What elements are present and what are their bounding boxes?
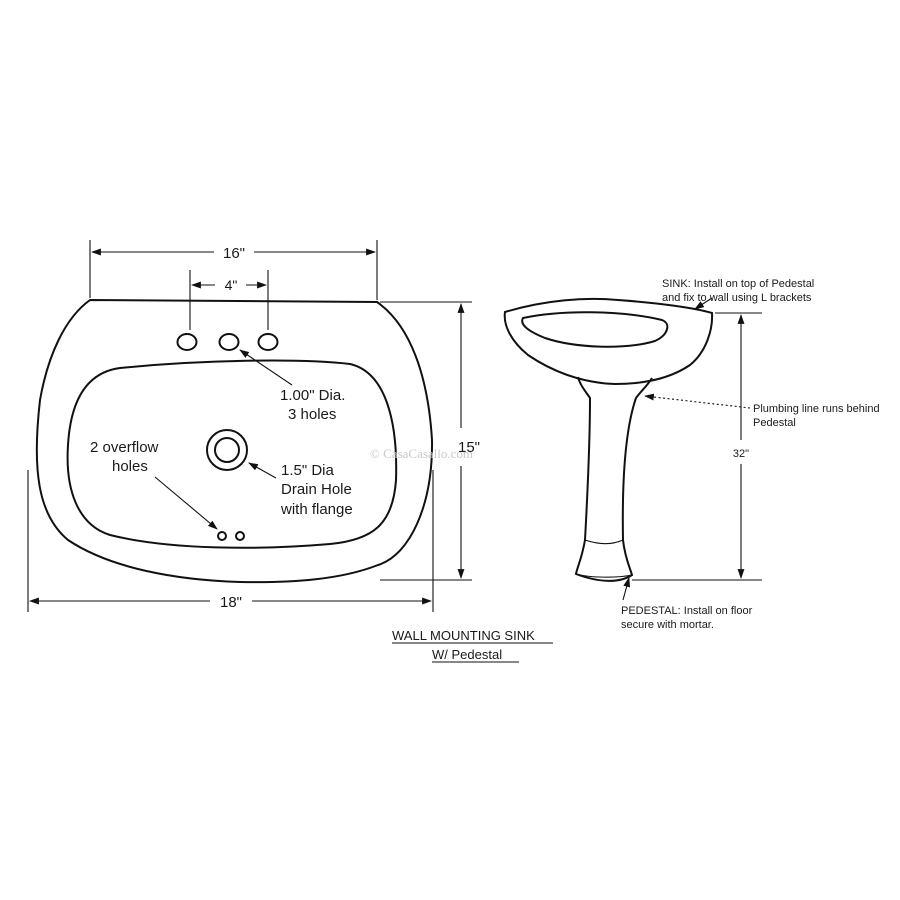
sink-plan-view xyxy=(35,298,434,584)
faucet-hole-left xyxy=(176,333,198,351)
pedestal-sink-elevation xyxy=(503,297,714,582)
drain-label-line3: with flange xyxy=(280,501,353,518)
pedestal-basin-outline xyxy=(503,297,714,386)
faucet-holes-label-line1: 1.00" Dia. xyxy=(280,387,345,404)
sink-bowl-outline xyxy=(66,359,398,549)
drain-label-line1: 1.5" Dia xyxy=(281,462,335,479)
callout-sink-install: SINK: Install on top of Pedestal and fix… xyxy=(662,278,814,310)
faucet-holes-label-line2: 3 holes xyxy=(288,406,336,423)
overflow-hole-right xyxy=(235,531,245,541)
dimension-faucet-spacing: 4" xyxy=(189,270,269,330)
pedestal-note-line1: PEDESTAL: Install on floor xyxy=(621,605,753,617)
title-line2: W/ Pedestal xyxy=(432,647,502,662)
dimension-top-width: 16" xyxy=(89,240,378,300)
dimension-overall-width: 18" xyxy=(27,470,434,612)
drain-hole xyxy=(214,437,240,463)
pedestal-column-outline xyxy=(574,376,653,582)
dim-height-label: 32" xyxy=(733,448,749,460)
pedestal-basin-bowl xyxy=(521,311,669,348)
drain-label-line2: Drain Hole xyxy=(281,481,352,498)
faucet-hole-center xyxy=(218,333,240,351)
callout-drain: 1.5" Dia Drain Hole with flange xyxy=(248,462,353,518)
pedestal-note-line2: secure with mortar. xyxy=(621,619,714,631)
dim-overall-width-label: 18" xyxy=(220,594,242,611)
sink-note-line2: and fix to wall using L brackets xyxy=(662,292,812,304)
callout-faucet-holes: 1.00" Dia. 3 holes xyxy=(239,349,345,423)
callout-overflow-holes: 2 overflow holes xyxy=(90,439,218,530)
dimension-height: 32" xyxy=(632,312,762,581)
title-line1: WALL MOUNTING SINK xyxy=(392,628,535,643)
overflow-label-line1: 2 overflow xyxy=(90,439,159,456)
overflow-hole-left xyxy=(217,531,227,541)
dim-top-width-label: 16" xyxy=(223,245,245,262)
dim-faucet-spacing-label: 4" xyxy=(225,277,238,293)
callout-plumbing: Plumbing line runs behind Pedestal xyxy=(644,393,880,429)
dimension-depth: 15" xyxy=(380,301,480,581)
overflow-label-line2: holes xyxy=(112,458,148,475)
sink-note-line1: SINK: Install on top of Pedestal xyxy=(662,278,814,290)
plumbing-note-line2: Pedestal xyxy=(753,417,796,429)
watermark: © CasaCasallo.com xyxy=(370,446,473,461)
sink-outer-outline xyxy=(35,298,434,584)
drawing-title: WALL MOUNTING SINK W/ Pedestal xyxy=(392,628,553,663)
plumbing-note-line1: Plumbing line runs behind xyxy=(753,403,880,415)
faucet-hole-right xyxy=(257,333,279,351)
callout-pedestal-install: PEDESTAL: Install on floor secure with m… xyxy=(621,577,753,631)
dim-depth-label: 15" xyxy=(458,439,480,456)
